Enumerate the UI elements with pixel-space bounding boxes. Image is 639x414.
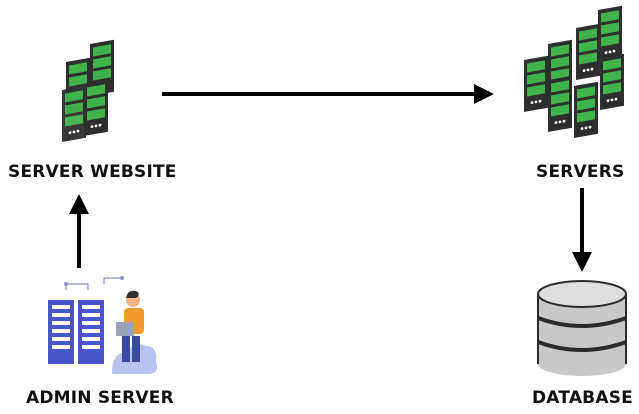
database-label: DATABASE (532, 388, 633, 408)
server-cluster-icon (524, 5, 624, 138)
servers-label: SERVERS (536, 162, 625, 182)
server-website-label: SERVER WEBSITE (8, 162, 177, 182)
database-icon (537, 280, 627, 376)
admin-server-label: ADMIN SERVER (26, 388, 174, 408)
admin-workstation-icon (48, 276, 158, 374)
server-rack-icon (62, 39, 114, 142)
